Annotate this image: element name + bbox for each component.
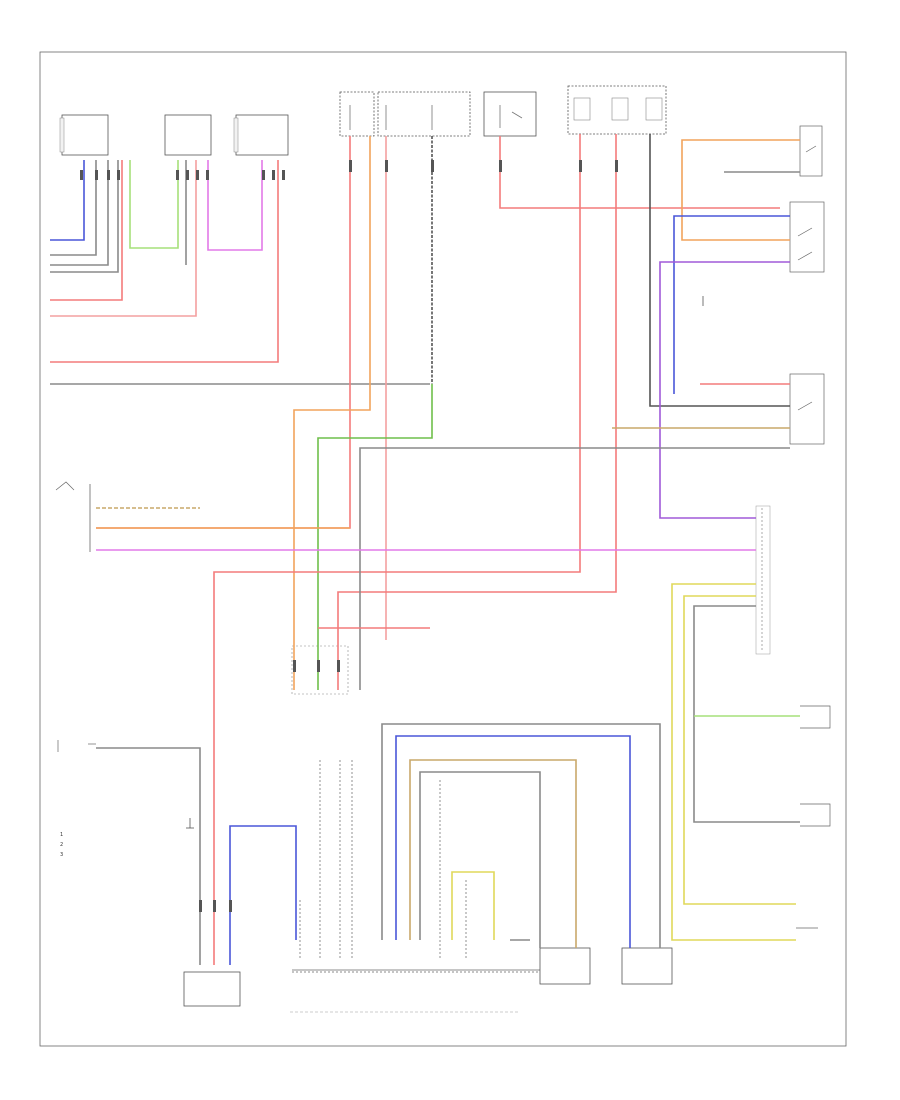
wire-yellow-right-2 <box>683 595 796 905</box>
ground-symbol <box>186 296 704 829</box>
wire-gray-2 <box>50 160 109 266</box>
wire-orange-right <box>681 139 800 241</box>
fuse-box-4 <box>567 85 667 135</box>
sensor-right-2 <box>800 803 831 827</box>
module-bottom-center <box>290 969 540 1013</box>
relay-right-lower <box>789 373 825 445</box>
wire-gray-bottom-1 <box>96 747 201 965</box>
wire-light-green-loop <box>129 160 179 249</box>
wire-blue-right <box>673 215 790 394</box>
wire-red-fuse-4a <box>213 134 581 965</box>
component-top-left-2 <box>164 114 212 156</box>
module-bottom-right-2 <box>621 947 673 985</box>
wire-blue-bottom <box>229 825 297 965</box>
sensor-right-1 <box>800 705 831 729</box>
wire-pink-1 <box>50 160 197 317</box>
legend-block: 1 2 3 <box>60 832 63 858</box>
wire-red-fuse-1 <box>96 136 351 529</box>
connector-stubs-bottom <box>299 760 467 960</box>
connector-left-lower <box>57 740 96 752</box>
wire-yellow-bottom <box>451 871 495 940</box>
wire-yellow-right-1 <box>671 583 796 941</box>
wire-blue-1 <box>50 160 85 241</box>
component-top-left-3 <box>233 114 289 156</box>
module-right-connector <box>755 505 771 655</box>
relay-right-mid <box>789 201 825 273</box>
diagram-frame <box>39 51 847 1047</box>
fuse-box-2 <box>377 91 471 137</box>
wire-violet-right <box>659 261 790 519</box>
wire-green-fuse-3 <box>317 384 433 690</box>
module-bottom-right-1 <box>539 947 591 985</box>
wire-label-marks <box>80 160 618 912</box>
wire-gray-3 <box>50 160 119 273</box>
component-top-left-1 <box>59 114 109 156</box>
switch-left-mid <box>55 481 91 552</box>
wire-gray-right-3 <box>693 605 800 823</box>
wire-gray-bottom-2 <box>381 723 661 948</box>
legend-key-1: 1 <box>60 832 63 838</box>
wire-red-fuse-4b <box>337 134 617 690</box>
wire-gray-bottom-3 <box>419 771 541 948</box>
wire-gray-right-2 <box>359 447 790 690</box>
wire-red-2 <box>50 160 279 363</box>
legend-key-2: 2 <box>60 842 63 848</box>
module-bottom-left <box>183 971 241 1007</box>
relay-right-top <box>799 125 823 177</box>
fuse-box-1 <box>339 91 375 137</box>
wire-orange-main <box>293 136 371 690</box>
wire-blue-bottom-2 <box>395 735 631 948</box>
legend-key-3: 3 <box>60 852 63 858</box>
wire-magenta-loop <box>207 160 263 251</box>
wire-red-1 <box>50 160 123 301</box>
connector-bottom-dashed <box>291 645 349 695</box>
wire-black-fuse-4c <box>649 134 790 407</box>
fuse-box-3 <box>483 91 537 137</box>
wire-gray-1 <box>50 160 97 256</box>
wire-tan-bottom <box>409 759 577 948</box>
